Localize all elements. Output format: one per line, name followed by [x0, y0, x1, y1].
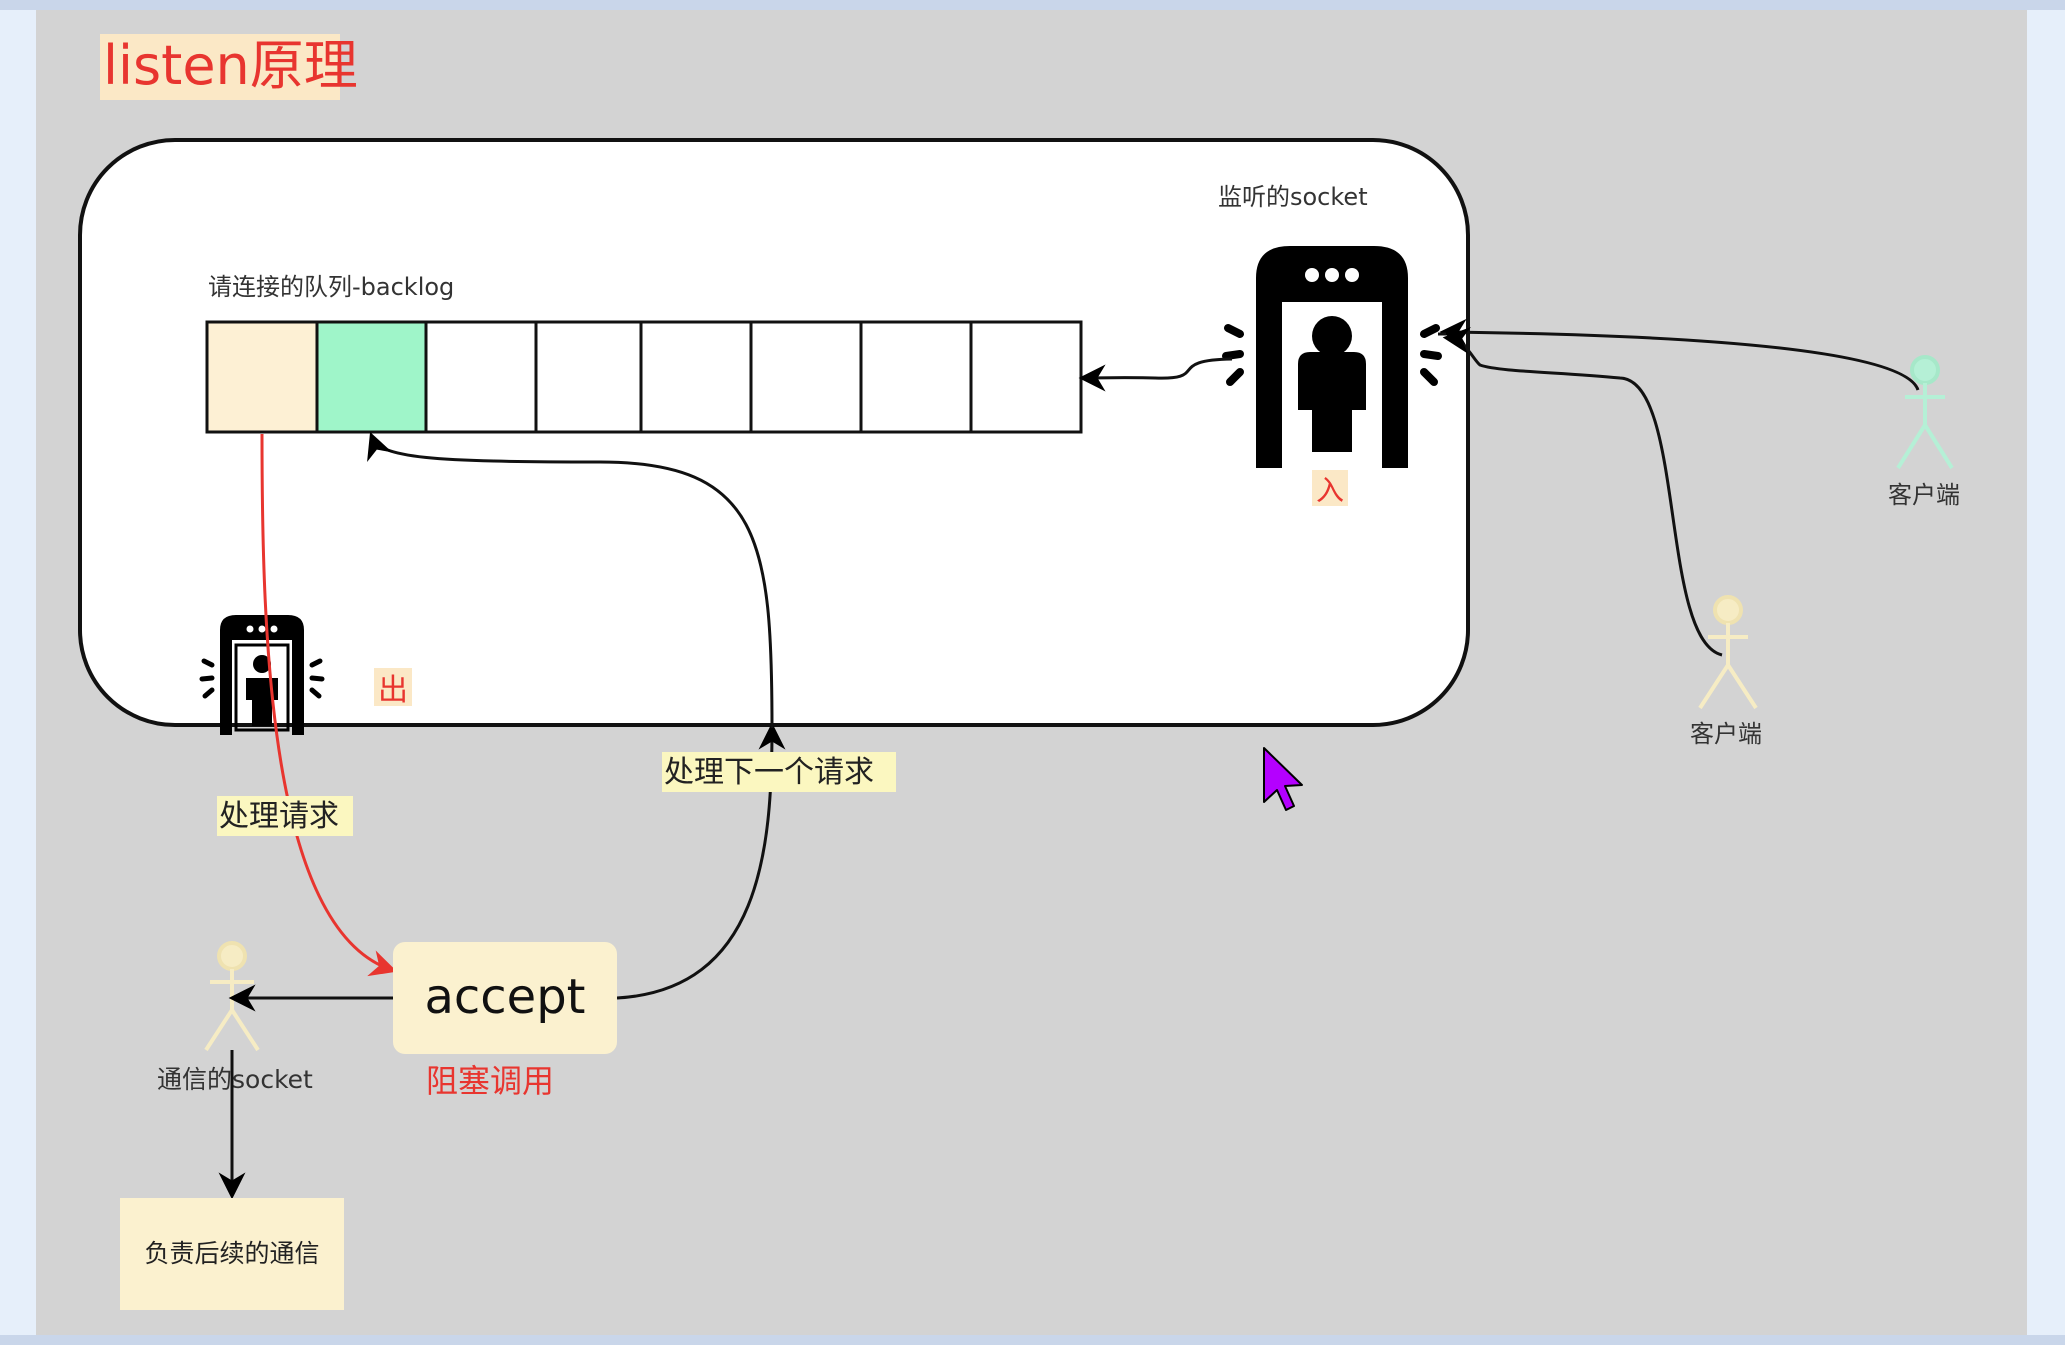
accept-box [393, 942, 617, 1054]
handle-request-label: 处理请求 [219, 799, 339, 834]
client-right-figure [1896, 355, 1954, 470]
exit-gate-icon [199, 615, 325, 735]
handle-request-label-bg [217, 796, 353, 836]
queue-enqueue-arrow [1078, 357, 1233, 392]
exit-label-bg [374, 668, 412, 706]
queue-slot [534, 320, 643, 434]
accept-label: accept [424, 969, 585, 1025]
comm-socket-label: 通信的socket [157, 1065, 313, 1094]
followup-comm-label: 负责后续的通信 [144, 1239, 319, 1268]
queue-slot [969, 320, 1083, 434]
mouse-cursor-icon [1263, 747, 1303, 811]
client-middle-figure [1698, 595, 1758, 710]
security-gate-icon [1222, 246, 1442, 468]
client-right-label: 客户端 [1888, 481, 1960, 509]
entry-label-bg [1312, 470, 1348, 506]
backlog-queue [205, 320, 1083, 434]
next-request-arrow-upper [367, 431, 774, 729]
title-background [100, 34, 340, 100]
queue-slot [749, 320, 863, 434]
next-request-label-bg [662, 752, 896, 792]
handle-request-arrow [260, 433, 398, 977]
followup-comm-box [120, 1198, 344, 1310]
client-right-connection [1439, 318, 1920, 391]
blocking-call-label: 阻塞调用 [426, 1062, 554, 1100]
next-request-label: 处理下一个请求 [664, 755, 874, 790]
exit-label: 出 [378, 673, 408, 708]
window-bottom-border [0, 1335, 2065, 1345]
queue-label: 请连接的队列-backlog [208, 273, 454, 301]
comm-socket-figure [204, 941, 260, 1052]
queue-slot [639, 320, 753, 434]
window-top-border [0, 0, 2065, 10]
queue-slot [205, 320, 319, 434]
listening-socket-label: 监听的socket [1218, 183, 1368, 211]
queue-slot [315, 320, 428, 434]
queue-slot [424, 320, 538, 434]
client-middle-connection [1442, 326, 1723, 657]
entry-label: 入 [1316, 474, 1344, 507]
queue-slot [859, 320, 973, 434]
page-title: listen原理 [103, 34, 358, 97]
client-middle-label: 客户端 [1690, 720, 1762, 748]
